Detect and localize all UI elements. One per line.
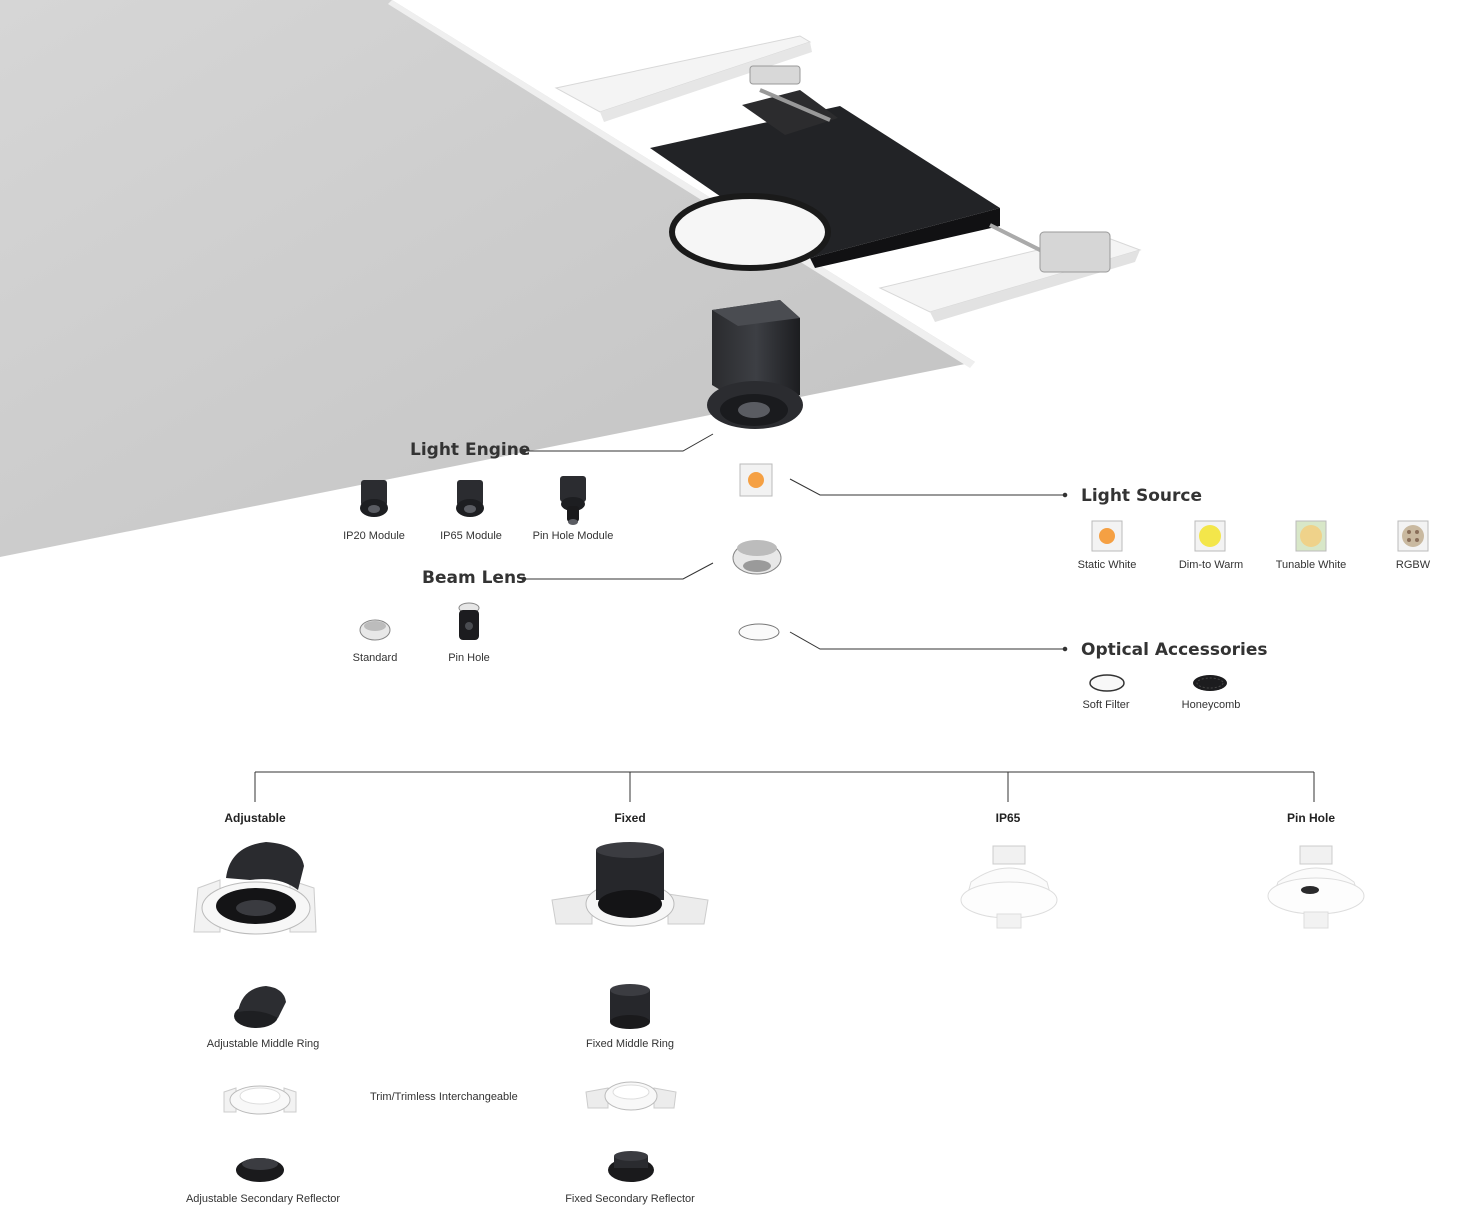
ip65-category-label: IP65 bbox=[995, 811, 1021, 825]
ip20-module-label: IP20 Module bbox=[343, 530, 405, 542]
fixed-trim-image[interactable] bbox=[548, 840, 712, 930]
adjustable-secondary-reflector-icon[interactable] bbox=[232, 1150, 288, 1186]
trim-trimless-interchangeable-label: Trim/Trimless Interchangeable bbox=[370, 1091, 518, 1103]
optical-accessory-component bbox=[738, 623, 780, 641]
fixed-category-label: Fixed bbox=[614, 811, 646, 825]
fixed-secondary-reflector-label: Fixed Secondary Reflector bbox=[565, 1193, 695, 1205]
standard-lens-icon[interactable] bbox=[358, 616, 392, 644]
light-engine-heading: Light Engine bbox=[410, 440, 531, 460]
rgbw-label: RGBW bbox=[1395, 559, 1431, 571]
ip65-module-icon[interactable] bbox=[453, 476, 487, 522]
fixed-middle-ring-icon[interactable] bbox=[604, 982, 656, 1032]
beam-lens-heading: Beam Lens bbox=[422, 568, 527, 588]
pin-hole-lens-icon[interactable] bbox=[455, 602, 483, 646]
fixed-middle-ring-label: Fixed Middle Ring bbox=[585, 1038, 675, 1050]
pin-hole-trim-image[interactable] bbox=[1264, 842, 1368, 932]
recessed-housing bbox=[650, 65, 1111, 273]
standard-lens-label: Standard bbox=[352, 652, 398, 664]
rgbw-chip-icon[interactable] bbox=[1397, 520, 1429, 552]
honeycomb-icon[interactable] bbox=[1191, 673, 1229, 693]
dim-to-warm-label: Dim-to Warm bbox=[1178, 559, 1244, 571]
leader-lines bbox=[521, 433, 1068, 652]
adjustable-trim-image[interactable] bbox=[190, 836, 320, 940]
beam-lens-component bbox=[732, 540, 782, 575]
soft-filter-label: Soft Filter bbox=[1082, 699, 1130, 711]
soft-filter-icon[interactable] bbox=[1088, 673, 1126, 693]
dim-to-warm-chip-icon[interactable] bbox=[1194, 520, 1226, 552]
pin-hole-module-label: Pin Hole Module bbox=[532, 530, 614, 542]
tunable-white-chip-icon[interactable] bbox=[1295, 520, 1327, 552]
pin-hole-module-icon[interactable] bbox=[556, 474, 590, 528]
light-source-heading: Light Source bbox=[1081, 486, 1202, 506]
adjustable-middle-ring-icon[interactable] bbox=[230, 982, 288, 1032]
optical-accessories-heading: Optical Accessories bbox=[1081, 640, 1268, 660]
ip20-module-icon[interactable] bbox=[357, 476, 391, 522]
pin-hole-category-label: Pin Hole bbox=[1286, 811, 1336, 825]
adjustable-category-label: Adjustable bbox=[224, 811, 286, 825]
pin-hole-lens-label: Pin Hole bbox=[448, 652, 490, 664]
light-engine-main bbox=[707, 300, 803, 429]
adjustable-middle-ring-label: Adjustable Middle Ring bbox=[206, 1038, 320, 1050]
tunable-white-label: Tunable White bbox=[1275, 559, 1347, 571]
light-source-chip bbox=[739, 463, 773, 497]
honeycomb-label: Honeycomb bbox=[1181, 699, 1241, 711]
fixed-trimless-interchangeable-icon[interactable] bbox=[584, 1076, 678, 1114]
trim-tree-connector bbox=[254, 771, 1315, 802]
ip65-trim-image[interactable] bbox=[957, 842, 1061, 932]
ceiling-plane bbox=[0, 0, 975, 557]
static-white-chip-icon[interactable] bbox=[1091, 520, 1123, 552]
ip65-module-label: IP65 Module bbox=[440, 530, 502, 542]
adjustable-secondary-reflector-label: Adjustable Secondary Reflector bbox=[185, 1193, 341, 1205]
adjustable-trim-interchangeable-icon[interactable] bbox=[222, 1078, 298, 1116]
static-white-label: Static White bbox=[1077, 559, 1137, 571]
fixed-secondary-reflector-icon[interactable] bbox=[604, 1148, 658, 1186]
